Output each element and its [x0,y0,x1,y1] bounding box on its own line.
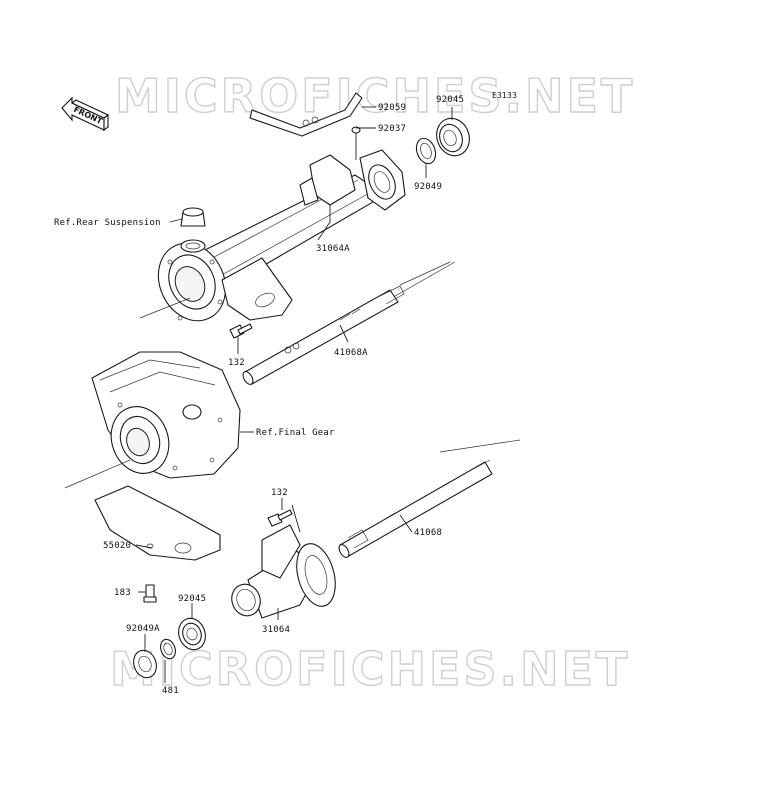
bolt-183 [143,584,157,603]
ref-code: E3133 [492,91,517,100]
watermark-bottom: MICROFICHES.NET [110,642,630,696]
front-arrow-icon: FRONT [61,96,110,132]
label-132-bottom: 132 [271,488,288,498]
housing-31064 [231,524,336,619]
seal-92049 [415,137,437,165]
label-ref-final-gear: Ref.Final Gear [256,428,335,438]
shaft-41068 [338,459,493,558]
bolt-132-bottom [267,509,293,527]
label-481: 481 [162,686,179,696]
final-gear-case [91,351,241,479]
label-92045-top: 92045 [436,95,464,105]
seal-92049A [133,649,157,679]
bolt-132-top [229,323,253,339]
label-183: 183 [114,588,131,598]
label-132-top: 132 [228,358,245,368]
bearing-92045-top [436,117,470,157]
label-31064A: 31064A [316,244,350,254]
clamp-92037 [351,126,361,160]
label-92037: 92037 [378,124,406,134]
label-55020: 55020 [103,541,131,551]
circlip-481 [160,638,176,660]
label-92059: 92059 [378,103,406,113]
label-41068: 41068 [414,528,442,538]
label-31064: 31064 [262,625,290,635]
label-92049: 92049 [414,182,442,192]
label-41068A: 41068A [334,348,368,358]
leader-lines [135,106,453,683]
shaft-41068A [242,285,405,385]
breather-hose-92059 [249,92,363,137]
bearing-92045-bottom [178,617,206,651]
bump-stop [180,207,206,227]
label-92045-bottom: 92045 [178,594,206,604]
label-ref-rear-suspension: Ref.Rear Suspension [54,218,161,228]
watermark-top: MICROFICHES.NET [115,69,635,123]
label-92049A: 92049A [126,624,160,634]
plate-55020 [94,485,221,561]
housing-31064A [157,149,406,322]
